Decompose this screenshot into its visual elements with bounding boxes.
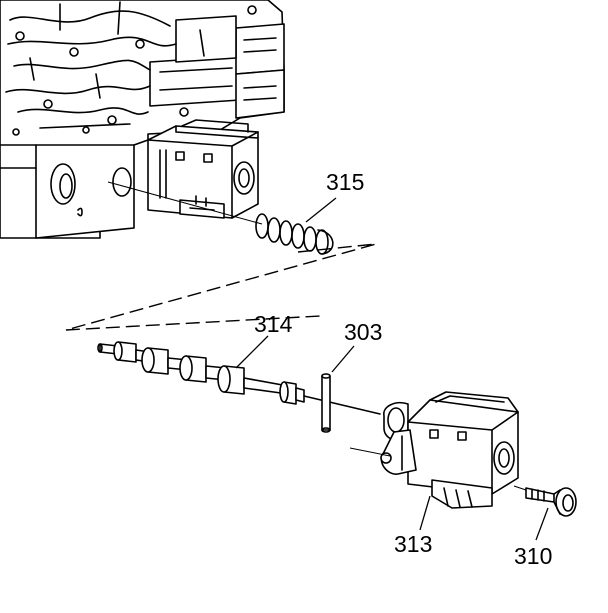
leader-310 bbox=[535, 507, 549, 541]
callout-315: 315 bbox=[326, 169, 364, 195]
bolt bbox=[513, 485, 577, 517]
valve-body bbox=[0, 0, 285, 239]
leader-314 bbox=[235, 335, 269, 369]
callout-303: 303 bbox=[344, 319, 382, 345]
leader-303 bbox=[331, 345, 355, 373]
leader-313 bbox=[419, 495, 431, 531]
assembly-path-line bbox=[65, 243, 377, 331]
callout-313: 313 bbox=[394, 531, 432, 557]
spring bbox=[255, 213, 334, 255]
upper-center-line bbox=[107, 181, 263, 225]
pin bbox=[321, 373, 331, 433]
solenoid bbox=[380, 391, 519, 509]
leader-315 bbox=[305, 197, 337, 223]
callout-314: 314 bbox=[254, 311, 293, 337]
installed-solenoid bbox=[147, 119, 259, 219]
lower-center-line bbox=[349, 447, 391, 457]
valve-spool bbox=[97, 341, 381, 415]
callout-310: 310 bbox=[514, 543, 552, 569]
